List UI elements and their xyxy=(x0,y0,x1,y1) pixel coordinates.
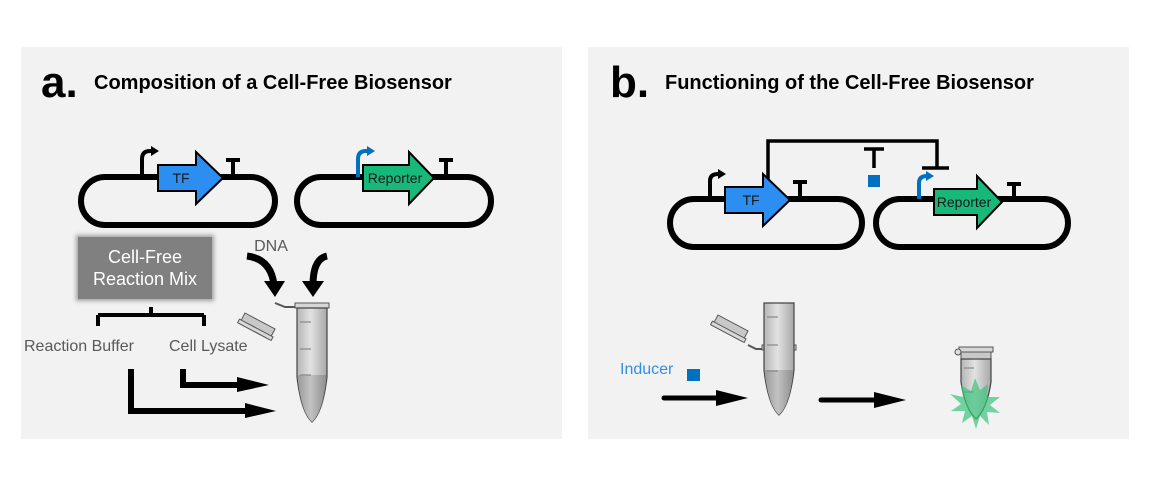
buffer-arrow xyxy=(128,369,256,414)
terminator-icon xyxy=(793,180,807,199)
inducer-label: Inducer xyxy=(620,361,674,378)
panel-a-title: Composition of a Cell-Free Biosensor xyxy=(94,72,452,94)
reaction-buffer-label: Reaction Buffer xyxy=(24,338,134,355)
terminator-icon xyxy=(1007,182,1021,199)
open-tube-icon xyxy=(236,302,330,423)
gene-tf-label: TF xyxy=(172,170,189,186)
gene-tf-label: TF xyxy=(742,192,759,208)
lysate-arrowhead-icon xyxy=(237,377,269,392)
buffer-arrowhead-icon xyxy=(245,403,276,418)
arrowhead-icon xyxy=(716,390,748,406)
component-bracket xyxy=(96,307,206,326)
inducer-square-icon xyxy=(687,369,700,381)
gene-reporter-arrow xyxy=(933,173,1004,231)
dna-arrow-1 xyxy=(246,252,278,286)
terminator-icon xyxy=(439,158,453,177)
promoter-arrowhead-icon xyxy=(926,171,934,181)
panel-a-diagram: TF Reporter DNA xyxy=(78,146,494,423)
plasmid-reporter: Reporter xyxy=(294,146,494,228)
terminator-icon xyxy=(226,158,240,177)
cell-lysate-label: Cell Lysate xyxy=(169,338,248,355)
panel-a-letter: a. xyxy=(41,58,78,107)
lysate-arrow xyxy=(180,369,249,388)
repression-line xyxy=(766,139,939,185)
plasmid-tf: TF xyxy=(667,169,865,250)
dna-arrowhead-icon xyxy=(264,281,285,297)
inducer-inhibition-icon xyxy=(864,147,884,168)
dna-arrowhead-icon xyxy=(302,281,324,297)
mix-box-line2: Reaction Mix xyxy=(92,269,198,289)
gene-tf-arrow xyxy=(157,149,225,207)
panel-b-letter: b. xyxy=(610,58,650,107)
gene-reporter-label: Reporter xyxy=(368,170,423,186)
promoter-icon xyxy=(140,149,154,177)
panel-b-functioning: b. Functioning of the Cell-Free Biosenso… xyxy=(588,47,1129,439)
panel-b-title: Functioning of the Cell-Free Biosensor xyxy=(665,72,1034,94)
promoter-icon xyxy=(356,149,370,177)
plasmid-tf: TF xyxy=(78,146,278,228)
open-tube-icon xyxy=(709,302,797,416)
gene-tf-arrow xyxy=(724,171,792,229)
promoter-arrowhead-icon xyxy=(151,146,159,156)
arrowhead-icon xyxy=(874,392,906,408)
closed-fluorescent-tube-icon xyxy=(950,346,1000,429)
inducer-square-icon xyxy=(868,175,880,187)
promoter-arrowhead-icon xyxy=(718,169,726,179)
panel-b-diagram: TF Reporter xyxy=(661,139,1071,429)
dna-label: DNA xyxy=(254,238,288,255)
mix-box-line1: Cell-Free xyxy=(107,247,182,267)
gene-reporter-label: Reporter xyxy=(937,194,992,210)
promoter-icon xyxy=(708,172,721,199)
fluorescence-burst-icon xyxy=(950,378,1000,429)
cell-free-reaction-mix-box: Cell-Free Reaction Mix xyxy=(78,237,212,299)
plasmid-reporter: Reporter xyxy=(873,171,1071,250)
gene-reporter-arrow xyxy=(362,149,436,207)
panel-a-composition: a. Composition of a Cell-Free Biosensor … xyxy=(21,47,562,439)
dna-arrow-2 xyxy=(309,252,329,286)
promoter-arrowhead-icon xyxy=(367,146,375,156)
